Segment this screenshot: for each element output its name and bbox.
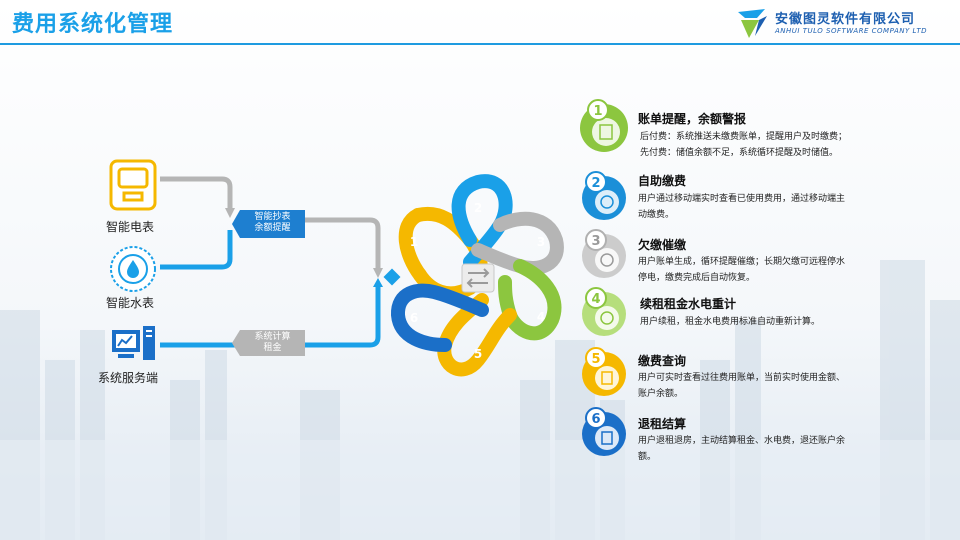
step-badge-number: 2 [591,176,600,191]
step-badge-number: 3 [591,234,600,249]
diamond-marker [383,268,401,286]
step-desc-1: 后付费：系统推送未缴费账单，提醒用户及时缴费； 先付费：储值余额不足，系统循环提… [640,129,900,161]
arrow-down-icon [373,268,383,278]
page-title: 费用系统化管理 [12,12,174,37]
step-title-2: 自助缴费 [638,174,687,188]
water-meter-icon [110,246,156,292]
tag-line: 余额提醒 [254,223,291,233]
title-underline [0,43,960,45]
step-title-6: 退租结算 [638,417,687,431]
bill-search-icon [601,371,613,385]
system-calc-tag [232,330,305,356]
step-desc-4: 用户续租，租金水电费用标准自动重新计算。 [640,314,900,330]
device-label-server: 系统服务端 [98,371,159,385]
step-desc-2: 用户通过移动端实时查看已使用费用，通过移动端主 动缴费。 [638,191,898,223]
settings-icon [600,253,614,267]
step-badge-number: 4 [591,292,600,307]
desc-line: 停电，缴费完成后自动恢复。 [638,273,756,283]
desc-line: 后付费：系统推送未缴费账单，提醒用户及时缴费； [640,132,848,142]
meter-icon [109,159,157,211]
desc-line: 账户余额。 [638,389,684,399]
company-logo: 安徽图灵软件有限公司 ANHUI TULO SOFTWARE COMPANY L… [735,6,945,40]
desc-line: 动缴费。 [638,210,675,220]
connector-electric [160,176,233,210]
tag-line: 租金 [263,343,282,353]
device-label-electric: 智能电表 [106,220,155,234]
step-title-3: 欠缴催缴 [638,238,687,252]
desc-line: 额。 [638,452,657,462]
arrow-up-icon [373,278,383,287]
tag-line: 系统计算 [254,332,291,342]
step-desc-6: 用户退租退房，主动结算租金、水电费，退还账户余 额。 [638,433,898,465]
system-calc-tag-text: 系统计算 租金 [240,332,305,354]
exchange-box [461,263,495,293]
company-name-cn: 安徽图灵软件有限公司 [775,12,916,27]
hex-number-1: 1 [410,235,418,249]
meter-reading-tag-text: 智能抄表 余额提醒 [240,212,305,234]
company-name-en: ANHUI TULO SOFTWARE COMPANY LTD [775,27,928,35]
desc-line: 用户通过移动端实时查看已使用费用，通过移动端主 [638,194,846,204]
connector-water [160,230,233,270]
hex-number-2: 2 [474,201,482,215]
step-desc-5: 用户可实时查看过往费用账单，当前实时使用金额、 账户余额。 [638,370,898,402]
cycle-flower [391,174,564,377]
desc-line: 用户续租，租金水电费用标准自动重新计算。 [640,317,821,327]
device-label-water: 智能水表 [106,296,155,310]
connector-to-hub-top [300,217,381,270]
desc-line: 先付费：储值余额不足，系统循环提醒及时储值。 [640,148,839,158]
hex-number-5: 5 [474,347,482,361]
desc-line: 用户可实时查看过往费用账单，当前实时使用金额、 [638,373,846,383]
server-icon [112,326,155,360]
step-badge-number: 6 [591,412,600,427]
step-badge-number: 5 [591,352,600,367]
step-badges: 1 2 3 4 5 6 [580,99,628,456]
hex-number-6: 6 [410,311,418,325]
refresh-icon [600,311,614,325]
hex-number-3: 3 [537,235,545,249]
document-icon [599,124,613,140]
step-title-5: 缴费查询 [638,354,687,368]
desc-line: 用户账单生成，循环提醒催缴；长期欠缴可远程停水 [638,257,846,267]
exchange-icon [466,268,490,288]
settlement-icon [601,431,613,445]
hex-number-4: 4 [537,310,545,324]
step-title-1: 账单提醒，余额警报 [638,112,747,126]
desc-line: 用户退租退房，主动结算租金、水电费，退还账户余 [638,436,846,446]
step-desc-3: 用户账单生成，循环提醒催缴；长期欠缴可远程停水 停电，缴费完成后自动恢复。 [638,254,898,286]
step-badge-number: 1 [593,104,602,119]
step-title-4: 续租租金水电重计 [640,297,737,311]
tag-line: 智能抄表 [254,212,291,222]
logo-mark-icon [738,9,767,38]
gear-icon [600,195,614,209]
meter-reading-tag [232,210,305,238]
connector-server [160,285,381,348]
arrow-down-icon [225,208,235,218]
